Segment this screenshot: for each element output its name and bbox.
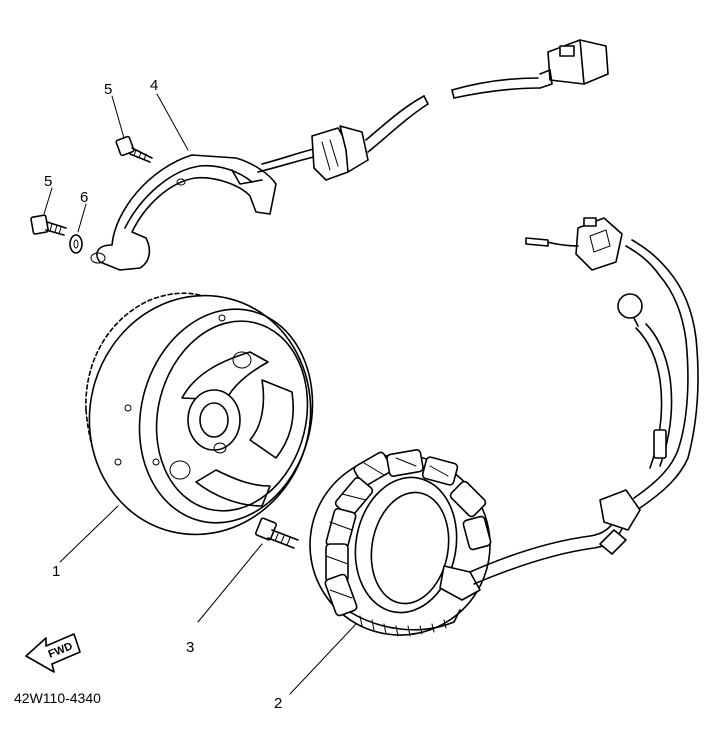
bolt-part-3 (255, 517, 299, 549)
pickup-connector (311, 125, 369, 181)
screw-part-5-lower (30, 214, 67, 236)
callout-1: 1 (52, 563, 60, 580)
leader-line-4 (156, 93, 189, 151)
leader-line-3 (197, 543, 263, 623)
leader-line-5a (111, 95, 125, 139)
leader-line-2 (289, 623, 357, 695)
washer-part-6 (69, 234, 83, 254)
pickup-harness-coupler (539, 39, 609, 89)
leader-line-1 (59, 505, 119, 563)
stator-harness (469, 217, 699, 585)
stator-assembly (309, 449, 492, 637)
callout-2: 2 (274, 695, 282, 712)
pickup-coil-assembly (90, 39, 609, 271)
leader-line-6 (77, 203, 87, 233)
part-code: 42W110-4340 (14, 690, 101, 706)
leader-line-5b (43, 187, 53, 215)
callout-6: 6 (80, 189, 88, 206)
screw-part-5-upper (115, 135, 153, 163)
fwd-arrow-icon: FWD (25, 633, 81, 673)
callout-5-upper: 5 (104, 81, 112, 98)
stator-connector (575, 217, 623, 271)
rotor-flywheel (85, 292, 314, 536)
callout-3: 3 (186, 639, 194, 656)
callout-5-lower: 5 (44, 173, 52, 190)
callout-4: 4 (150, 77, 158, 94)
